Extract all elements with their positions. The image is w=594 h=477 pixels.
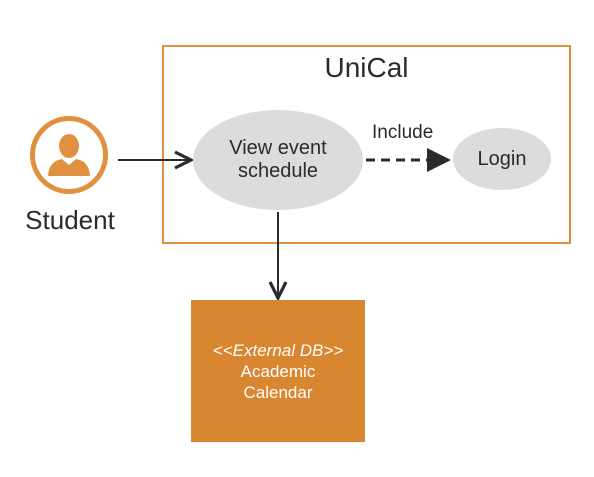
system-boundary xyxy=(162,45,571,244)
person-icon xyxy=(48,134,90,176)
external-db-line1: Academic xyxy=(240,361,316,381)
usecase-view-event-schedule: View event schedule xyxy=(193,110,363,210)
usecase-login: Login xyxy=(453,128,551,190)
system-title: UniCal xyxy=(324,52,409,83)
external-db-stereotype: <<External DB>> xyxy=(212,340,344,360)
usecase-view-label-line1: View event xyxy=(229,137,327,159)
actor-label: Student xyxy=(25,205,115,235)
include-label: Include xyxy=(372,122,434,143)
external-db-line2: Calendar xyxy=(243,382,313,402)
actor-student xyxy=(30,116,108,194)
usecase-login-label: Login xyxy=(477,147,527,170)
external-db-box: <<External DB>> Academic Calendar xyxy=(191,300,365,442)
usecase-view-label-line2: schedule xyxy=(237,160,319,182)
